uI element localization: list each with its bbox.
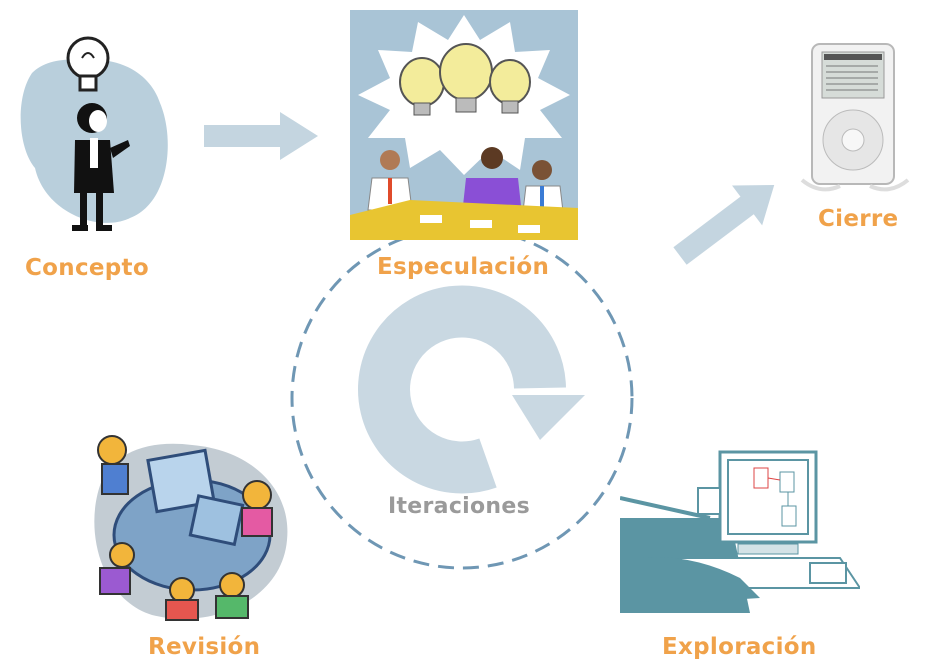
cierre-label: Cierre (818, 206, 899, 232)
concepto-illustration (10, 18, 180, 243)
computer-user-icon (620, 450, 860, 613)
especulacion-label: Especulación (377, 254, 550, 280)
meeting-lightbulbs-icon (350, 10, 578, 240)
refresh-cycle-icon (358, 285, 585, 494)
concepto-label: Concepto (25, 255, 149, 281)
especulacion-illustration (350, 10, 578, 240)
team-review-table-icon (94, 435, 288, 621)
cierre-illustration (800, 40, 910, 195)
exploracion-label: Exploración (662, 634, 817, 660)
lightbulb-icon (399, 43, 531, 116)
revision-label: Revisión (148, 634, 261, 660)
woman-with-lightbulb-icon (20, 36, 168, 231)
exploracion-illustration (620, 448, 860, 613)
diagonal-arrow-icon (673, 184, 775, 265)
revision-illustration (82, 420, 292, 625)
music-player-icon (800, 43, 910, 192)
right-arrow-icon (204, 112, 318, 160)
iteraciones-label: Iteraciones (388, 494, 530, 519)
